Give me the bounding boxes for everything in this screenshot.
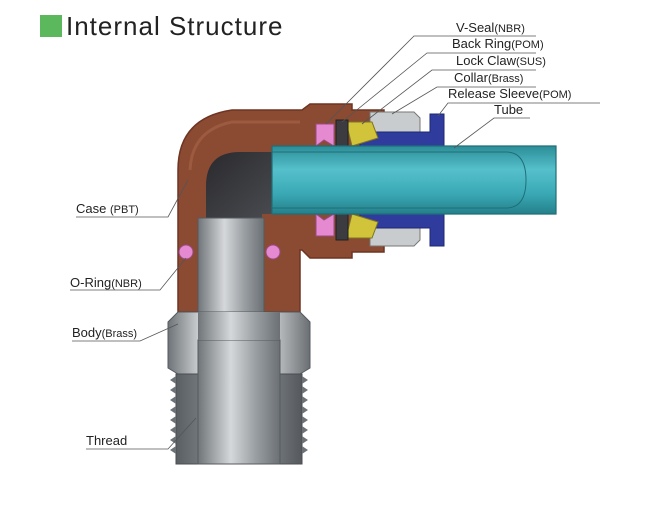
leader-case <box>76 179 189 218</box>
tube-inner-end <box>272 151 527 209</box>
collar-bottom <box>369 227 421 247</box>
diagram-title: Internal Structure <box>66 10 284 41</box>
label-tube: Tube <box>494 102 524 117</box>
leader-collar <box>391 86 536 115</box>
o-ring-right <box>265 244 281 260</box>
v-seal-top <box>315 123 335 147</box>
leader-o-ring <box>70 257 187 291</box>
label-o-ring: O-Ring(NBR) <box>70 275 142 290</box>
label-thread: Thread <box>86 433 128 448</box>
title-marker-square <box>40 15 62 37</box>
label-case: Case (PBT) <box>76 201 139 216</box>
leader-lock-claw <box>361 69 536 125</box>
label-collar: Collar(Brass) <box>454 70 524 85</box>
title-block: Internal Structure <box>40 10 283 42</box>
leader-v-seal <box>325 35 536 125</box>
label-v-seal: V-Seal(NBR) <box>456 20 525 35</box>
leader-back-ring <box>341 52 536 123</box>
body-bore-lower <box>197 339 281 465</box>
o-ring-left <box>178 244 194 260</box>
lock-claw-top <box>345 121 379 147</box>
back-ring-bottom <box>335 213 349 241</box>
leader-release-sleeve <box>437 102 600 117</box>
leader-thread <box>86 417 197 450</box>
collar-top <box>369 111 421 133</box>
leader-lines <box>70 35 600 450</box>
body-bore-mid <box>198 312 280 340</box>
v-seal-bottom <box>315 213 335 237</box>
label-back-ring: Back Ring(POM) <box>452 36 544 51</box>
leader-body <box>72 323 179 342</box>
back-ring-top <box>335 119 349 147</box>
case-highlight <box>188 120 300 171</box>
label-body: Body(Brass) <box>72 325 138 340</box>
thread-teeth <box>170 376 308 454</box>
label-lock-claw: Lock Claw(SUS) <box>456 53 546 68</box>
tube-body <box>271 145 557 215</box>
leader-tube <box>453 117 530 149</box>
label-release-sleeve: Release Sleeve(POM) <box>448 86 572 101</box>
body-bore <box>197 217 265 313</box>
